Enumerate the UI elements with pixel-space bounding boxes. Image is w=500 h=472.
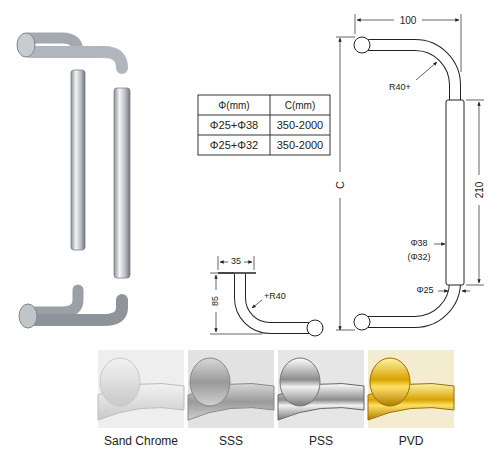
table-cell: Φ25+Φ38 — [209, 119, 259, 131]
standoff-view — [210, 256, 323, 336]
pvd-sample — [368, 350, 454, 428]
finish-name: SSS — [218, 435, 244, 448]
sand-chrome-sample — [98, 350, 184, 428]
dimension: 85 — [211, 295, 221, 307]
finish-name: Sand Chrome — [103, 435, 179, 448]
pss-sample — [278, 350, 364, 428]
dimension: 35 — [230, 257, 242, 267]
dimension: (Φ32) — [406, 253, 431, 263]
dimension: Φ38 — [409, 239, 428, 249]
dimension: 100 — [399, 15, 418, 26]
dimension: Φ25 — [415, 286, 434, 296]
size-table — [198, 95, 330, 155]
finish-name: PVD — [398, 435, 425, 448]
table-header: Φ(mm) — [217, 100, 250, 111]
finish-samples — [98, 350, 454, 428]
sss-sample — [188, 350, 274, 428]
profile-drawing — [336, 14, 484, 330]
table-cell: 350-2000 — [276, 119, 325, 131]
dimension: R40+ — [388, 83, 412, 93]
dimension: +R40 — [263, 292, 287, 302]
dimension: C — [334, 180, 346, 190]
table-cell: 350-2000 — [276, 139, 325, 151]
table-cell: Φ25+Φ32 — [209, 139, 259, 151]
dimension: 210 — [474, 181, 485, 200]
table-header: C(mm) — [284, 100, 317, 111]
finish-name: PSS — [308, 435, 334, 448]
handle-photo — [17, 33, 130, 328]
